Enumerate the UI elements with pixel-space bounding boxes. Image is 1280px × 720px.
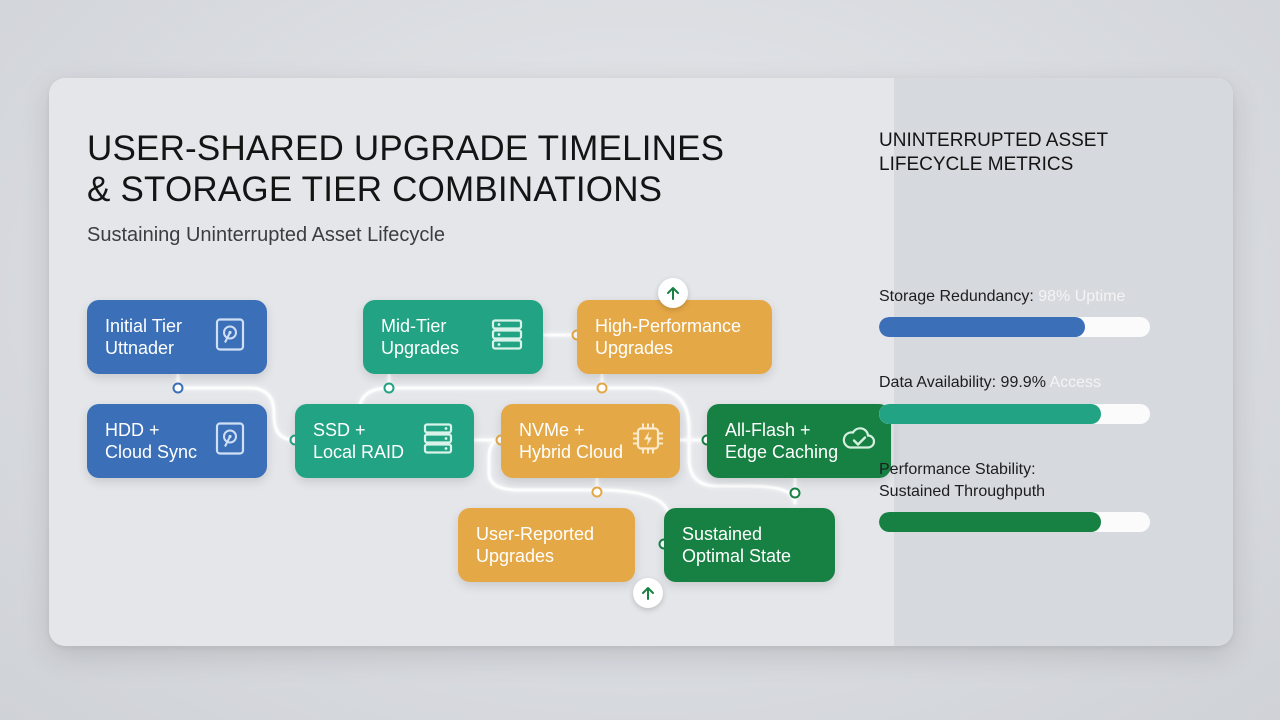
node-hdd-cloud-sync-label: HDD + Cloud Sync [105, 420, 198, 462]
title-line-1: USER-SHARED UPGRADE TIMELINES [87, 129, 725, 168]
drive-icon [215, 318, 247, 357]
chip-icon [631, 422, 665, 461]
node-hdd-cloud-sync[interactable]: HDD + Cloud Sync [87, 404, 267, 478]
node-user-reported-upgrades-label: User-Reported Upgrades [476, 524, 595, 566]
upgrade-flow-diagram: Initial Tier Uttnader HDD + Cloud Sync S… [49, 78, 894, 646]
metric-label-performance-stability: Performance Stability: Sustained Through… [879, 459, 1045, 503]
node-mid-tier-upgrades[interactable]: Mid-Tier Upgrades [363, 300, 543, 374]
cloud-check-icon [841, 424, 877, 459]
server-rack-icon [491, 318, 523, 357]
node-high-performance-upgrades-label: High-Performance Upgrades [595, 316, 742, 358]
page-title: USER-SHARED UPGRADE TIMELINES & STORAGE … [87, 128, 724, 210]
node-nvme-hybrid-cloud-label: NVMe + Hybrid Cloud [519, 420, 624, 462]
metrics-title: UNINTERRUPTED ASSET LIFECYCLE METRICS [879, 129, 1108, 177]
node-initial-tier-label: Initial Tier Uttnader [105, 316, 183, 358]
node-initial-tier[interactable]: Initial Tier Uttnader [87, 300, 267, 374]
metric-label-storage-redundancy: Storage Redundancy: 98% Uptime [879, 286, 1125, 308]
node-high-performance-upgrades[interactable]: High-Performance Upgrades [577, 300, 772, 374]
metric-bar-storage-redundancy [879, 317, 1150, 337]
metric-label-faded: Access [1049, 374, 1102, 391]
metric-label-faded: 98% Uptime [1038, 288, 1126, 305]
upgrade-arrow-bottom [633, 578, 663, 608]
node-all-flash-edge-caching[interactable]: All-Flash + Edge Caching [707, 404, 891, 478]
hard-drive-icon [215, 422, 247, 461]
node-mid-tier-upgrades-label: Mid-Tier Upgrades [381, 316, 460, 358]
node-sustained-optimal-state[interactable]: Sustained Optimal State [664, 508, 835, 582]
title-line-2: & STORAGE TIER COMBINATIONS [87, 170, 663, 209]
metric-label-text: Storage Redundancy: [879, 288, 1039, 305]
metric-bar-data-availability [879, 404, 1150, 424]
node-sustained-optimal-state-label: Sustained Optimal State [682, 524, 792, 566]
arrow-up-icon [642, 587, 654, 600]
node-all-flash-edge-caching-label: All-Flash + Edge Caching [725, 420, 839, 462]
node-user-reported-upgrades[interactable]: User-Reported Upgrades [458, 508, 635, 582]
upgrade-arrow-top [658, 278, 688, 308]
metric-label-text: Performance Stability: Sustained Through… [879, 461, 1046, 500]
metric-label-text: Data Availability: 99.9% [879, 374, 1050, 391]
metrics-panel [894, 78, 1233, 646]
metric-bar-fill [879, 512, 1102, 532]
metric-bar-fill [879, 404, 1102, 424]
main-card: USER-SHARED UPGRADE TIMELINES & STORAGE … [49, 78, 1233, 646]
server-stack-icon [423, 422, 455, 461]
page-subtitle: Sustaining Uninterrupted Asset Lifecycle [87, 224, 445, 246]
node-ssd-local-raid-label: SSD + Local RAID [313, 420, 405, 462]
arrow-up-icon [667, 287, 679, 300]
metric-bar-performance-stability [879, 512, 1150, 532]
metric-bar-fill [879, 317, 1085, 337]
metric-label-data-availability: Data Availability: 99.9% Access [879, 372, 1101, 394]
node-ssd-local-raid[interactable]: SSD + Local RAID [295, 404, 474, 478]
node-nvme-hybrid-cloud[interactable]: NVMe + Hybrid Cloud [501, 404, 680, 478]
metrics-title-line-2: LIFECYCLE METRICS [879, 154, 1074, 175]
metrics-title-line-1: UNINTERRUPTED ASSET [879, 130, 1109, 151]
